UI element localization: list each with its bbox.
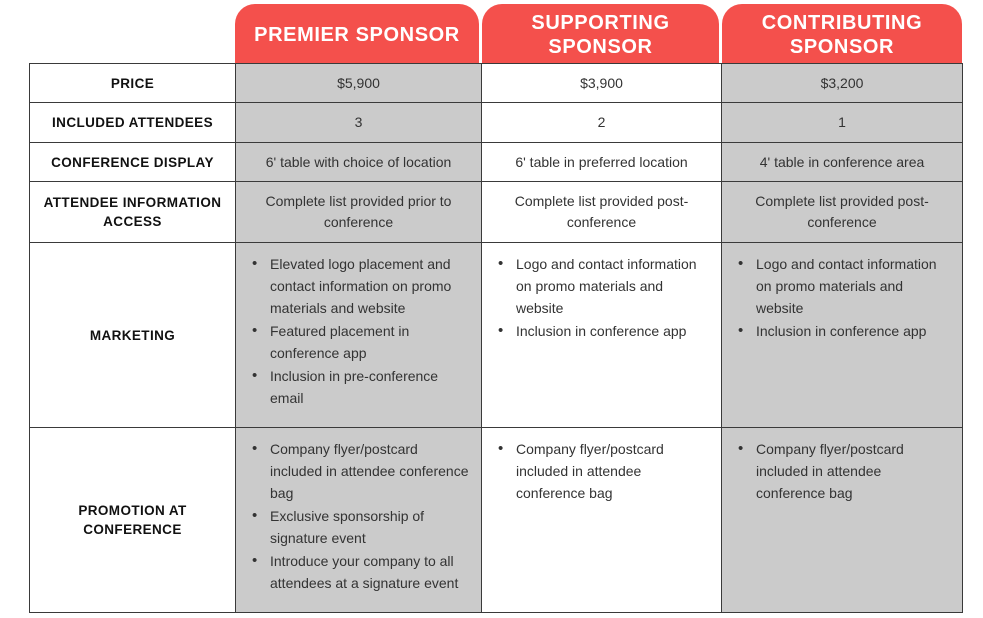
- table-cell: Elevated logo placement and contact info…: [235, 242, 482, 429]
- benefit-list: Elevated logo placement and contact info…: [250, 253, 469, 409]
- table-cell: Logo and contact information on promo ma…: [481, 242, 722, 429]
- benefit-list-item: Inclusion in conference app: [496, 320, 709, 342]
- table-cell: $3,200: [721, 62, 963, 104]
- column-header-tabs: PREMIER SPONSOR SUPPORTING SPONSOR CONTR…: [235, 4, 962, 66]
- benefit-list-item: Featured placement in conference app: [250, 320, 469, 364]
- table-cell: 2: [481, 102, 722, 143]
- benefit-list: Company flyer/postcard included in atten…: [250, 438, 469, 594]
- row-label: CONFERENCE DISPLAY: [29, 141, 236, 183]
- benefit-list-item: Company flyer/postcard included in atten…: [496, 438, 709, 504]
- column-header-contributing-sponsor: CONTRIBUTING SPONSOR: [722, 4, 962, 66]
- row-label: INCLUDED ATTENDEES: [29, 102, 236, 143]
- table-cell: 6' table in preferred location: [481, 141, 722, 183]
- column-header-label: CONTRIBUTING SPONSOR: [761, 12, 923, 58]
- benefit-list-item: Company flyer/postcard included in atten…: [250, 438, 469, 504]
- table-cell: Logo and contact information on promo ma…: [721, 242, 963, 429]
- benefit-list-item: Inclusion in pre-conference email: [250, 365, 469, 409]
- table-cell: Company flyer/postcard included in atten…: [721, 427, 963, 613]
- table-cell: Complete list provided prior to conferen…: [235, 181, 482, 244]
- benefit-list: Company flyer/postcard included in atten…: [736, 438, 950, 504]
- benefit-list-item: Elevated logo placement and contact info…: [250, 253, 469, 319]
- table-cell: 3: [235, 102, 482, 143]
- row-label: PROMOTION AT CONFERENCE: [29, 427, 236, 613]
- table-row: PROMOTION AT CONFERENCECompany flyer/pos…: [29, 427, 963, 613]
- benefit-list: Company flyer/postcard included in atten…: [496, 438, 709, 504]
- benefit-list-item: Exclusive sponsorship of signature event: [250, 505, 469, 549]
- column-header-label: PREMIER SPONSOR: [254, 24, 460, 46]
- benefit-list-item: Logo and contact information on promo ma…: [496, 253, 709, 319]
- row-label: MARKETING: [29, 242, 236, 429]
- benefit-list: Logo and contact information on promo ma…: [496, 253, 709, 342]
- column-header-supporting-sponsor: SUPPORTING SPONSOR: [482, 4, 719, 66]
- row-label: PRICE: [29, 62, 236, 104]
- table-cell: Complete list provided post-conference: [481, 181, 722, 244]
- column-header-premier-sponsor: PREMIER SPONSOR: [235, 4, 479, 66]
- benefit-list-item: Logo and contact information on promo ma…: [736, 253, 950, 319]
- benefit-list-item: Introduce your company to all attendees …: [250, 550, 469, 594]
- column-header-label: SUPPORTING SPONSOR: [531, 12, 670, 58]
- table-row: MARKETINGElevated logo placement and con…: [29, 242, 963, 429]
- table-cell: $3,900: [481, 62, 722, 104]
- table-cell: Company flyer/postcard included in atten…: [235, 427, 482, 613]
- row-label: ATTENDEE INFORMATION ACCESS: [29, 181, 236, 244]
- benefit-list: Logo and contact information on promo ma…: [736, 253, 950, 342]
- table-cell: Complete list provided post-conference: [721, 181, 963, 244]
- table-cell: $5,900: [235, 62, 482, 104]
- benefit-list-item: Inclusion in conference app: [736, 320, 950, 342]
- benefit-list-item: Company flyer/postcard included in atten…: [736, 438, 950, 504]
- table-cell: 6' table with choice of location: [235, 141, 482, 183]
- table-row: PRICE$5,900$3,900$3,200: [29, 62, 963, 104]
- table-cell: 1: [721, 102, 963, 143]
- table-cell: Company flyer/postcard included in atten…: [481, 427, 722, 613]
- table-cell: 4' table in conference area: [721, 141, 963, 183]
